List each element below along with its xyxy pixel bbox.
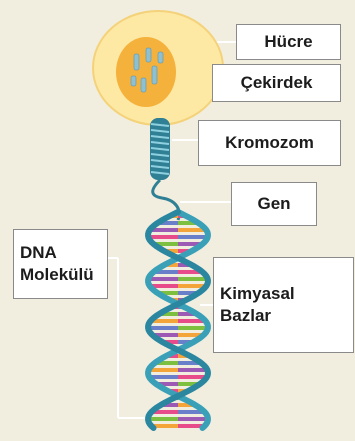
label-kromozom-text: Kromozom <box>225 133 314 153</box>
label-gen-text: Gen <box>257 194 290 214</box>
label-cekirdek-text: Çekirdek <box>241 73 313 93</box>
label-kimyasal-line1: Kimyasal <box>220 283 295 305</box>
label-dna-stack: DNA Molekülü <box>20 242 94 286</box>
label-hucre-text: Hücre <box>264 32 312 52</box>
label-kimyasal-stack: Kimyasal Bazlar <box>220 283 295 327</box>
nucleus <box>116 37 176 107</box>
label-dna-molekulu: DNA Molekülü <box>13 229 108 299</box>
dna-helix <box>148 212 208 428</box>
label-hucre: Hücre <box>236 24 341 60</box>
label-dna-line1: DNA <box>20 242 94 264</box>
label-kimyasal-bazlar: Kimyasal Bazlar <box>213 257 354 353</box>
label-kromozom: Kromozom <box>198 120 341 166</box>
label-dna-line2: Molekülü <box>20 264 94 286</box>
label-cekirdek: Çekirdek <box>212 64 341 102</box>
label-gen: Gen <box>231 182 317 226</box>
chromosome <box>150 118 179 220</box>
label-kimyasal-line2: Bazlar <box>220 305 295 327</box>
